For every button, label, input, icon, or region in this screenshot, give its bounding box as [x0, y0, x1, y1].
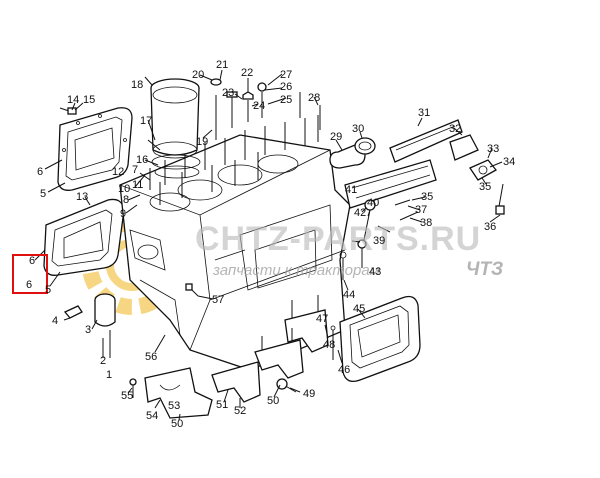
liner-seal-rings [151, 154, 201, 179]
bearing-cap-rear-50 [144, 367, 213, 419]
callout-47: 47 [316, 313, 328, 325]
callout-6-highlighted: 6 [26, 279, 32, 291]
callout-25: 25 [280, 94, 292, 106]
callout-28: 28 [308, 92, 320, 104]
callout-40: 40 [367, 197, 379, 209]
small-bolt-15 [59, 107, 77, 115]
stud-and-nut-set [210, 78, 321, 140]
callout-30: 30 [352, 123, 364, 135]
cover-plate-41 [344, 159, 437, 209]
callout-48: 48 [323, 339, 335, 351]
callout-43: 43 [369, 266, 381, 278]
callout-50-right: 50 [267, 395, 279, 407]
callout-5-lower: 5 [45, 284, 51, 296]
callout-42: 42 [354, 207, 366, 219]
callout-13: 13 [76, 191, 88, 203]
callout-1: 1 [106, 369, 112, 381]
callout-41: 41 [345, 184, 357, 196]
seal-44 [339, 251, 347, 280]
callout-20: 20 [192, 69, 204, 81]
callout-35-middle: 35 [421, 191, 433, 203]
callout-37: 37 [415, 204, 427, 216]
bearing-cap-middle [254, 328, 304, 379]
callout-15: 15 [83, 94, 95, 106]
side-cover-lower [43, 198, 125, 276]
fittings-37-43 [357, 199, 419, 249]
callout-labels: 1 2 3 4 5 5 6 6 6 7 8 9 10 11 12 13 14 1… [26, 59, 515, 430]
callout-6-upper: 6 [37, 166, 43, 178]
callout-44: 44 [343, 289, 355, 301]
bolt-36 [495, 183, 505, 215]
callout-29: 29 [330, 131, 342, 143]
callout-17: 17 [140, 115, 152, 127]
callout-3: 3 [85, 324, 91, 336]
callout-16: 16 [136, 154, 148, 166]
callout-36: 36 [484, 221, 496, 233]
cylinder-liner [150, 78, 200, 159]
callout-26: 26 [280, 81, 292, 93]
callout-12: 12 [112, 166, 124, 178]
callout-6-middle: 6 [29, 255, 35, 267]
callout-35-right: 35 [479, 181, 491, 193]
watermark-brand: ЧТЗ [466, 259, 503, 280]
callout-7: 7 [132, 164, 138, 176]
callout-38: 38 [420, 217, 432, 229]
callout-55: 55 [121, 390, 133, 402]
callout-51: 51 [216, 399, 228, 411]
callout-54: 54 [146, 410, 158, 422]
callout-2: 2 [100, 355, 106, 367]
callout-53: 53 [168, 400, 180, 412]
callout-31: 31 [418, 107, 430, 119]
seal-ring-30 [354, 137, 376, 155]
callout-46: 46 [338, 364, 350, 376]
callout-11: 11 [132, 179, 143, 191]
selected-part-highlight [12, 254, 48, 294]
callout-14: 14 [67, 94, 79, 106]
watermark-tagline: запчасти к тракторам [212, 262, 380, 279]
bearing-cap-47 [284, 295, 329, 353]
callout-56: 56 [145, 351, 157, 363]
callout-18: 18 [131, 79, 143, 91]
callout-34: 34 [503, 156, 515, 168]
callout-21: 21 [216, 59, 228, 71]
callout-8: 8 [123, 194, 129, 206]
callout-52: 52 [234, 405, 246, 417]
callout-27: 27 [280, 69, 292, 81]
dowel-57 [185, 283, 199, 297]
callout-45: 45 [353, 303, 365, 315]
oil-pan-gasket [339, 295, 421, 383]
cylinder-head-studs [149, 115, 319, 205]
callout-24: 24 [253, 100, 265, 112]
bearing-cap-front [211, 361, 261, 403]
plug-55 [129, 378, 137, 398]
callout-57: 57 [212, 294, 224, 306]
callout-5-upper: 5 [40, 188, 46, 200]
flange-33-34 [469, 159, 497, 181]
bushing-3 [94, 293, 116, 327]
watermark-site-text: CHTZ-PARTS.RU [195, 220, 481, 258]
pin-1-2 [102, 330, 111, 358]
callout-32: 32 [449, 123, 461, 135]
callout-19: 19 [196, 136, 208, 148]
callout-22: 22 [241, 67, 253, 79]
callout-50-left: 50 [171, 418, 183, 430]
callout-33: 33 [487, 143, 499, 155]
callout-10: 10 [118, 183, 130, 195]
callout-9: 9 [120, 208, 126, 220]
side-cover-upper [57, 107, 133, 191]
callout-4: 4 [52, 315, 58, 327]
callout-39: 39 [373, 235, 385, 247]
callout-23: 23 [222, 87, 234, 99]
plug-4 [63, 305, 83, 319]
cover-plate-31-32 [389, 119, 479, 163]
callout-49: 49 [303, 388, 315, 400]
leader-lines [34, 69, 503, 421]
